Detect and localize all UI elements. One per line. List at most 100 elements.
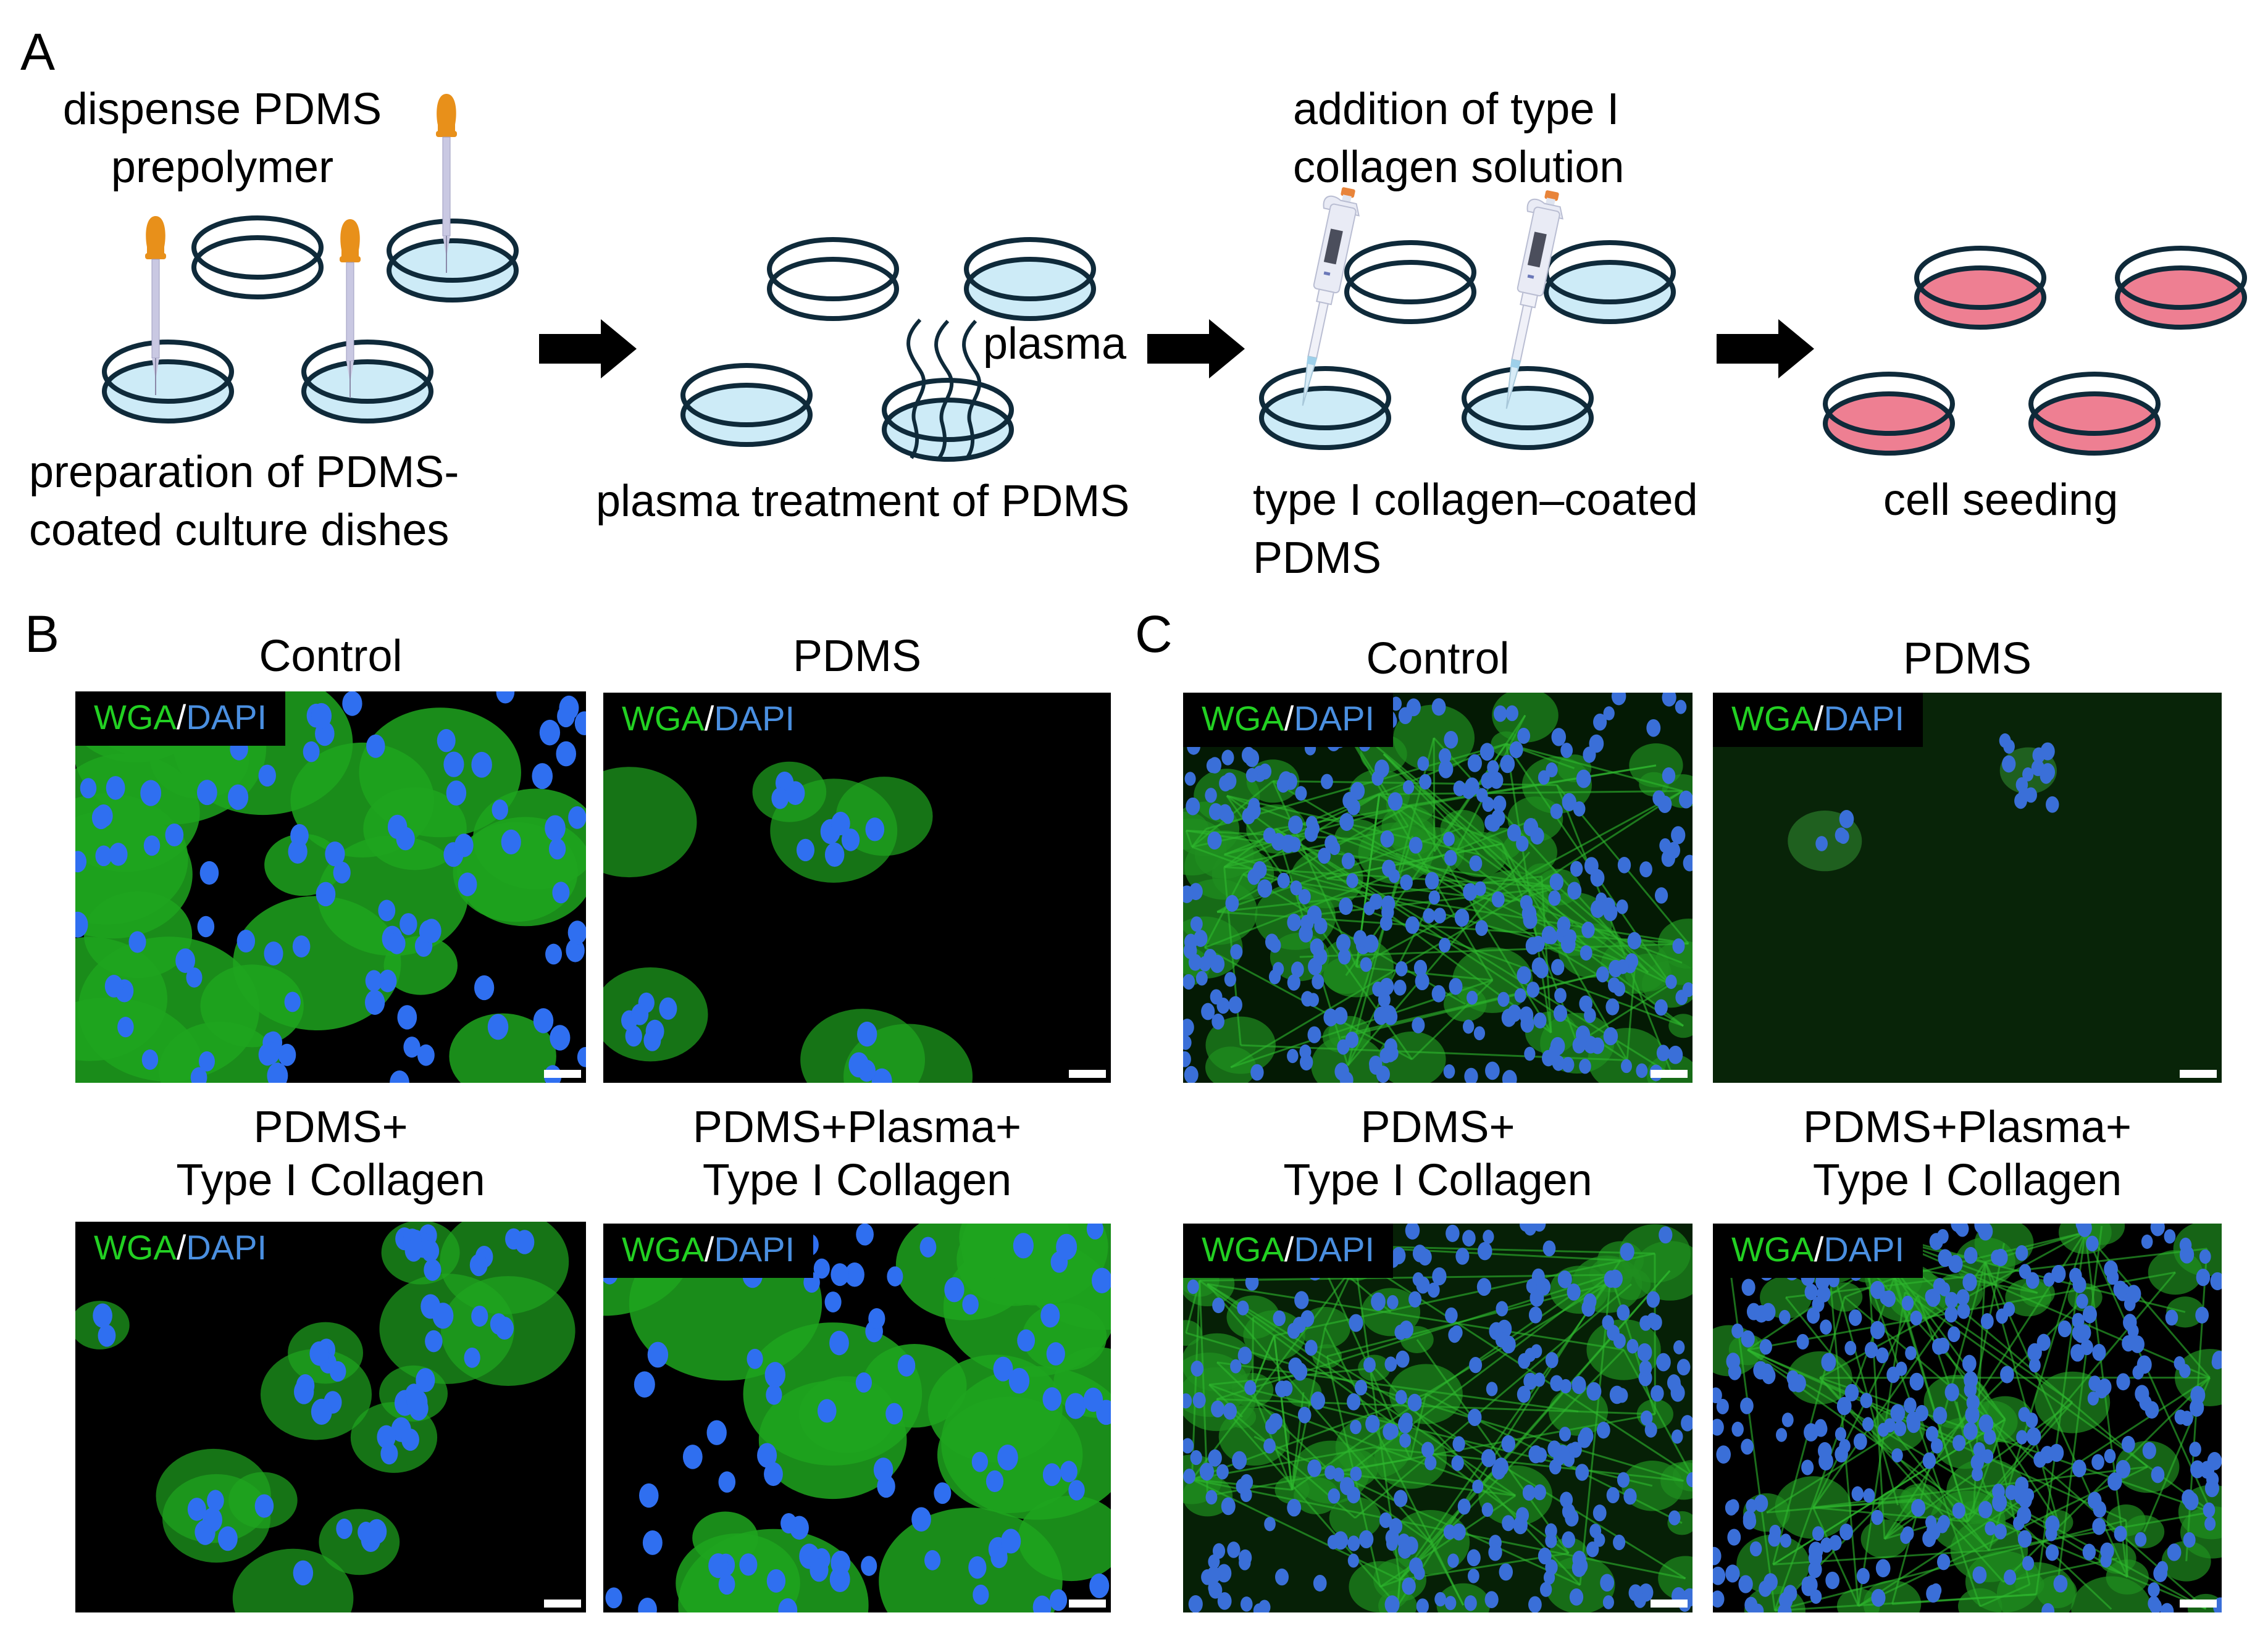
- dish-icon: [1262, 369, 1389, 448]
- panel-a-label: A: [20, 23, 56, 81]
- stain-legend: WGA/DAPI: [75, 1222, 286, 1276]
- title-line: Type I Collagen: [1283, 1156, 1592, 1205]
- panel-c-title-pdms: PDMS: [1713, 632, 2222, 685]
- panel-c-label: C: [1135, 605, 1173, 663]
- dish-icon: [104, 342, 232, 421]
- label-separator: /: [176, 698, 186, 736]
- micrograph-cells: [75, 691, 586, 1083]
- micrograph-b-control: WGA/DAPI: [75, 691, 586, 1083]
- scale-bar: [1651, 1600, 1688, 1608]
- caption-line: cell seeding: [1883, 475, 2119, 525]
- caption-line: PDMS: [1253, 533, 1382, 583]
- wga-label: WGA: [622, 1230, 705, 1269]
- title-line: PDMS+: [253, 1103, 408, 1152]
- micrograph-cells: [1713, 1224, 2222, 1612]
- panel-c-title-pdms-collagen: PDMS+ Type I Collagen: [1183, 1101, 1693, 1207]
- caption-line: dispense PDMS: [62, 85, 382, 134]
- dapi-label: DAPI: [1294, 1230, 1375, 1269]
- step4-dishes: [1825, 248, 2245, 453]
- stain-legend: WGA/DAPI: [1713, 693, 1923, 747]
- label-separator: /: [704, 1230, 714, 1269]
- scale-bar: [1069, 1600, 1106, 1608]
- caption-line: collagen solution: [1293, 143, 1625, 192]
- arrow-right-icon: [1147, 319, 1245, 378]
- micrograph-b-pdms-plasma-collagen: WGA/DAPI: [603, 1224, 1111, 1612]
- stain-legend: WGA/DAPI: [603, 1224, 814, 1278]
- dapi-label: DAPI: [714, 1230, 795, 1269]
- title-line: PDMS+Plasma+: [1802, 1103, 2132, 1152]
- micrograph-cells: [1183, 693, 1693, 1083]
- wga-label: WGA: [1202, 699, 1284, 738]
- micrograph-b-pdms-collagen: WGA/DAPI: [75, 1222, 586, 1612]
- dapi-label: DAPI: [1294, 699, 1375, 738]
- step3-bottom-caption: type I collagen–coated PDMS: [1253, 471, 1698, 587]
- dish-icon: [1546, 243, 1673, 322]
- title-line: PDMS: [792, 632, 922, 681]
- label-separator: /: [176, 1228, 186, 1267]
- panel-c-title-pdms-plasma-collagen: PDMS+Plasma+ Type I Collagen: [1713, 1101, 2222, 1207]
- panel-b-title-pdms: PDMS: [603, 630, 1111, 683]
- dish-icon: [389, 221, 516, 300]
- wga-label: WGA: [1202, 1230, 1284, 1269]
- step4-bottom-caption: cell seeding: [1883, 471, 2118, 529]
- panel-b-title-pdms-collagen: PDMS+ Type I Collagen: [75, 1101, 586, 1207]
- label-separator: /: [1284, 1230, 1294, 1269]
- scale-bar: [2180, 1070, 2217, 1078]
- micrograph-b-pdms: WGA/DAPI: [603, 693, 1111, 1083]
- label-separator: /: [1284, 699, 1294, 738]
- micropipette-icon: [1281, 183, 1365, 410]
- dapi-label: DAPI: [1823, 1230, 1905, 1269]
- arrow-right-icon: [1717, 319, 1814, 378]
- caption-line: plasma treatment of PDMS: [596, 477, 1130, 526]
- stain-legend: WGA/DAPI: [1713, 1224, 1923, 1278]
- micrograph-c-control: WGA/DAPI: [1183, 693, 1693, 1083]
- step1-bottom-caption: preparation of PDMS- coated culture dish…: [29, 443, 459, 559]
- wga-label: WGA: [1731, 699, 1814, 738]
- title-line: PDMS+Plasma+: [692, 1103, 1022, 1152]
- dish-icon: [304, 342, 431, 421]
- micrograph-cells: [1183, 1224, 1693, 1612]
- dish-icon: [1825, 374, 1952, 453]
- title-line: Type I Collagen: [1812, 1156, 2122, 1205]
- micrograph-c-pdms-collagen: WGA/DAPI: [1183, 1224, 1693, 1612]
- micrograph-cells: [1788, 733, 2059, 872]
- wga-label: WGA: [94, 698, 177, 736]
- scale-bar: [544, 1600, 581, 1608]
- dish-icon: [2117, 248, 2245, 327]
- plasma-label: plasma: [983, 319, 1127, 369]
- micrograph-cells: [75, 1222, 575, 1612]
- title-line: Control: [259, 632, 403, 681]
- wga-label: WGA: [94, 1228, 177, 1267]
- caption-line: addition of type I: [1293, 85, 1620, 134]
- dish-icon: [194, 218, 321, 297]
- caption-line: prepolymer: [111, 143, 334, 192]
- title-line: PDMS+: [1360, 1103, 1515, 1152]
- stain-legend: WGA/DAPI: [603, 693, 814, 747]
- label-separator: /: [704, 699, 714, 738]
- title-line: Type I Collagen: [702, 1156, 1012, 1205]
- dish-icon: [884, 380, 1011, 459]
- title-line: PDMS: [1902, 634, 2032, 683]
- dapi-label: DAPI: [186, 698, 267, 736]
- caption-line: type I collagen–coated: [1253, 475, 1698, 525]
- scale-bar: [1069, 1070, 1106, 1078]
- label-separator: /: [1814, 699, 1824, 738]
- dish-icon: [1347, 243, 1474, 322]
- panel-b-label: B: [25, 605, 60, 663]
- label-separator: /: [1814, 1230, 1824, 1269]
- scale-bar: [544, 1070, 581, 1078]
- dish-icon: [1917, 248, 2044, 327]
- dapi-label: DAPI: [1823, 699, 1905, 738]
- dish-icon: [683, 365, 810, 444]
- caption-line: coated culture dishes: [29, 506, 450, 555]
- scale-bar: [1651, 1070, 1688, 1078]
- micrograph-c-pdms: WGA/DAPI: [1713, 693, 2222, 1083]
- wga-label: WGA: [622, 699, 705, 738]
- caption-line: preparation of PDMS-: [29, 448, 459, 497]
- plasma-waves-icon: [906, 318, 982, 459]
- step1-top-caption: dispense PDMS prepolymer: [37, 80, 408, 196]
- dish-icon: [1464, 369, 1591, 448]
- title-line: Control: [1366, 634, 1510, 683]
- micrograph-cells: [603, 1224, 1111, 1612]
- panel-b-title-pdms-plasma-collagen: PDMS+Plasma+ Type I Collagen: [603, 1101, 1111, 1207]
